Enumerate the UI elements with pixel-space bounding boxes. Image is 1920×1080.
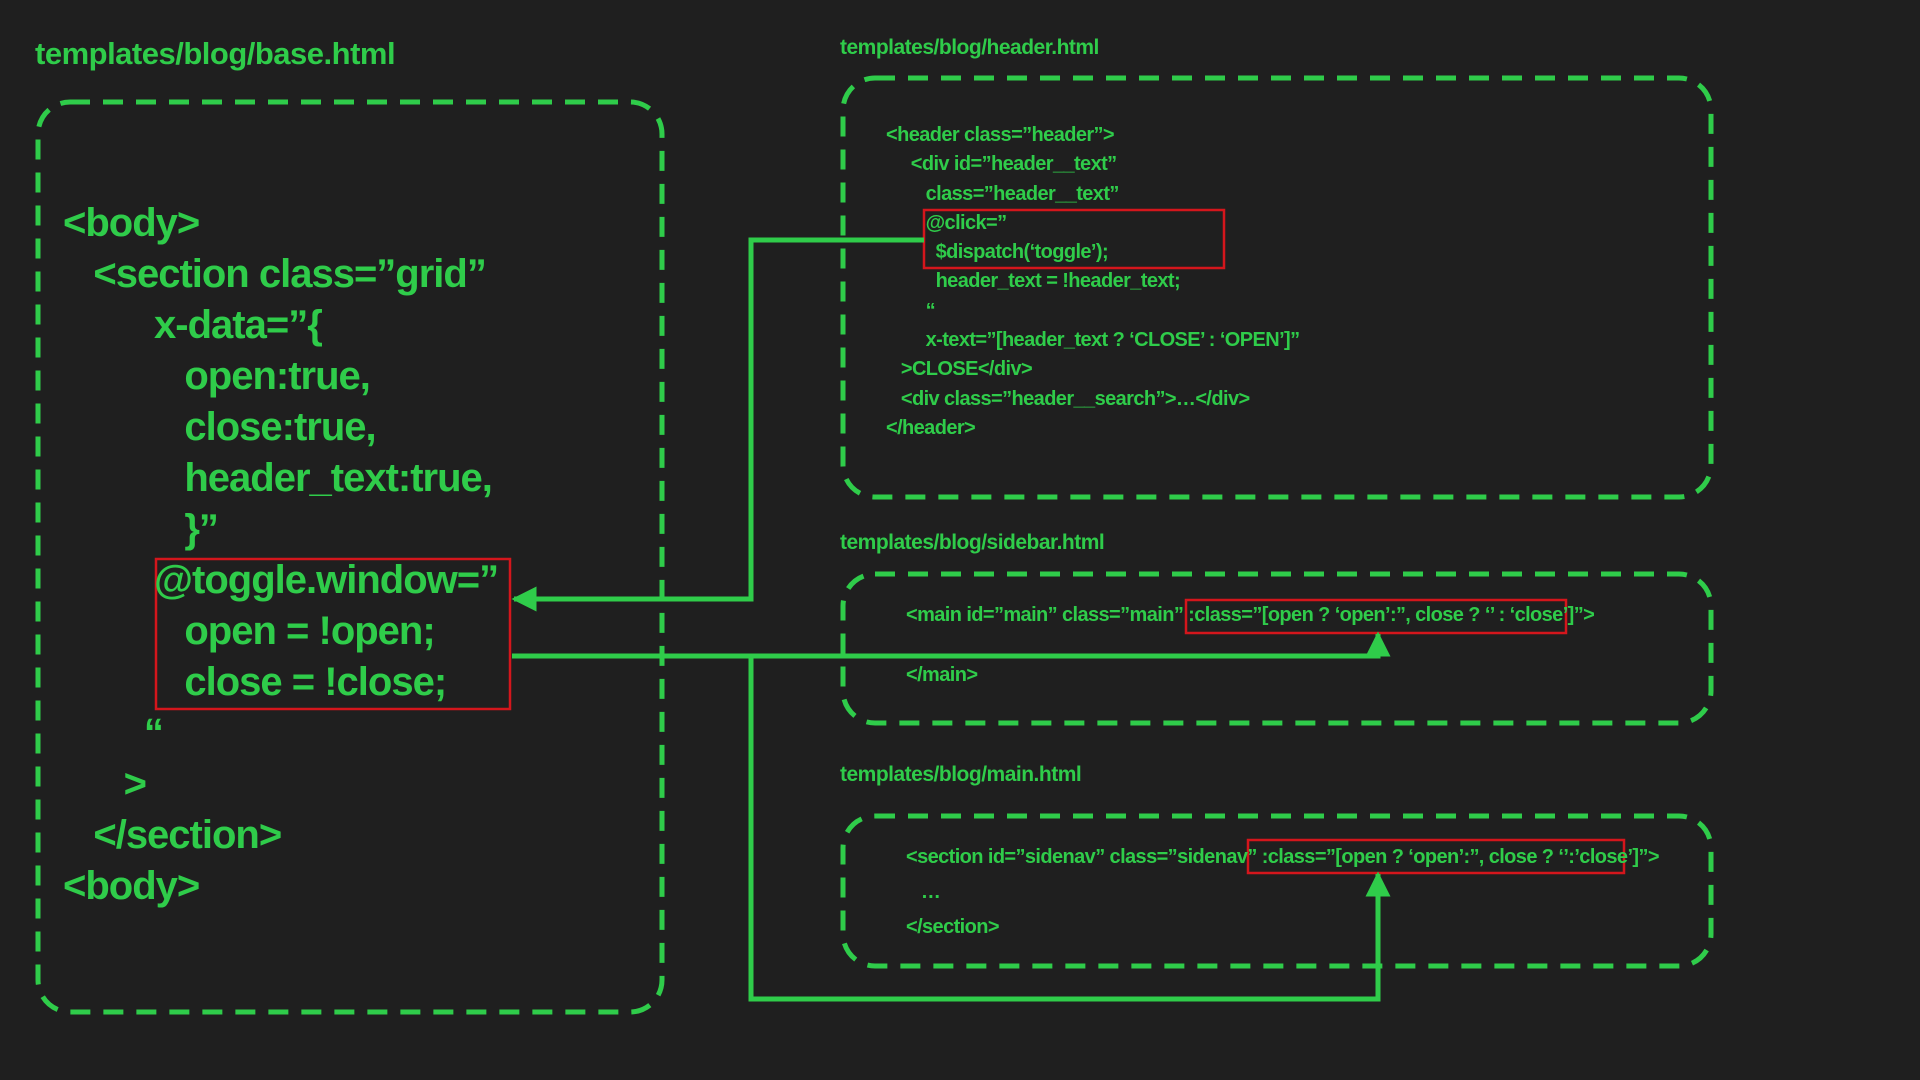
code-line: class=”header__text”: [886, 182, 1120, 205]
base-code-block: <body> <section class=”grid” x-data=”{ o…: [63, 198, 499, 912]
code-line: “: [63, 711, 164, 755]
dispatch-to-toggle-arrow: [511, 237, 924, 612]
sidebar-code-block: <main id=”main” class=”main” :class=”[op…: [906, 600, 1595, 690]
code-line: x-text=”[header_text ? ‘CLOSE’ : ‘OPEN’]…: [886, 329, 1300, 352]
main-file-title: templates/blog/main.html: [840, 763, 1082, 786]
code-line: header_text:true,: [63, 456, 493, 500]
sidebar-file-box: [840, 571, 1714, 726]
code-line: <body>: [63, 201, 200, 245]
header-code-block: <header class=”header”> <div id=”header_…: [886, 121, 1300, 443]
code-line: open:true,: [63, 354, 371, 398]
code-line: <section id=”sidenav” class=”sidenav” :c…: [906, 846, 1660, 868]
code-line: <header class=”header”>: [886, 124, 1115, 146]
toggle-window-highlight: [154, 557, 512, 711]
code-line: close:true,: [63, 405, 376, 449]
code-line: header_text = !header_text;: [886, 270, 1181, 293]
code-line: </section>: [906, 916, 1000, 938]
code-line: close = !close;: [63, 660, 447, 704]
code-line: <main id=”main” class=”main” :class=”[op…: [906, 604, 1595, 626]
code-line: <div id=”header__text”: [886, 153, 1117, 176]
code-line: >: [63, 762, 147, 806]
base-file-title: templates/blog/base.html: [35, 36, 396, 71]
code-line: </section>: [63, 813, 282, 857]
code-line: @toggle.window=”: [63, 558, 499, 602]
code-line: [906, 630, 1594, 660]
code-line: …: [906, 881, 941, 903]
sidebar-file-title: templates/blog/sidebar.html: [840, 531, 1105, 554]
code-line: <section class=”grid”: [63, 252, 487, 296]
code-line: @click=”: [886, 211, 1007, 234]
base-file-box: [35, 99, 665, 1015]
toggle-to-main-class-arrow: [748, 656, 1391, 1002]
code-line: open = !open;: [63, 609, 435, 653]
code-line: x-data=”{: [63, 303, 323, 347]
toggle-to-sidebar-class-arrow: [512, 631, 1391, 659]
code-line: }”: [63, 507, 219, 551]
code-line: $dispatch(‘toggle’);: [886, 241, 1109, 264]
code-line: >CLOSE</div>: [886, 358, 1033, 381]
code-line: “: [886, 299, 936, 322]
main-class-binding-highlight: [1246, 838, 1626, 875]
code-line: <body>: [63, 864, 200, 908]
main-code-block: <section id=”sidenav” class=”sidenav” :c…: [906, 840, 1660, 945]
header-file-box: [840, 75, 1714, 500]
main-file-box: [840, 813, 1714, 969]
code-line: <div class=”header__search”>…</div>: [886, 387, 1250, 410]
code-line: </main>: [906, 664, 978, 686]
code-line: </header>: [886, 416, 976, 439]
header-file-title: templates/blog/header.html: [840, 36, 1099, 59]
